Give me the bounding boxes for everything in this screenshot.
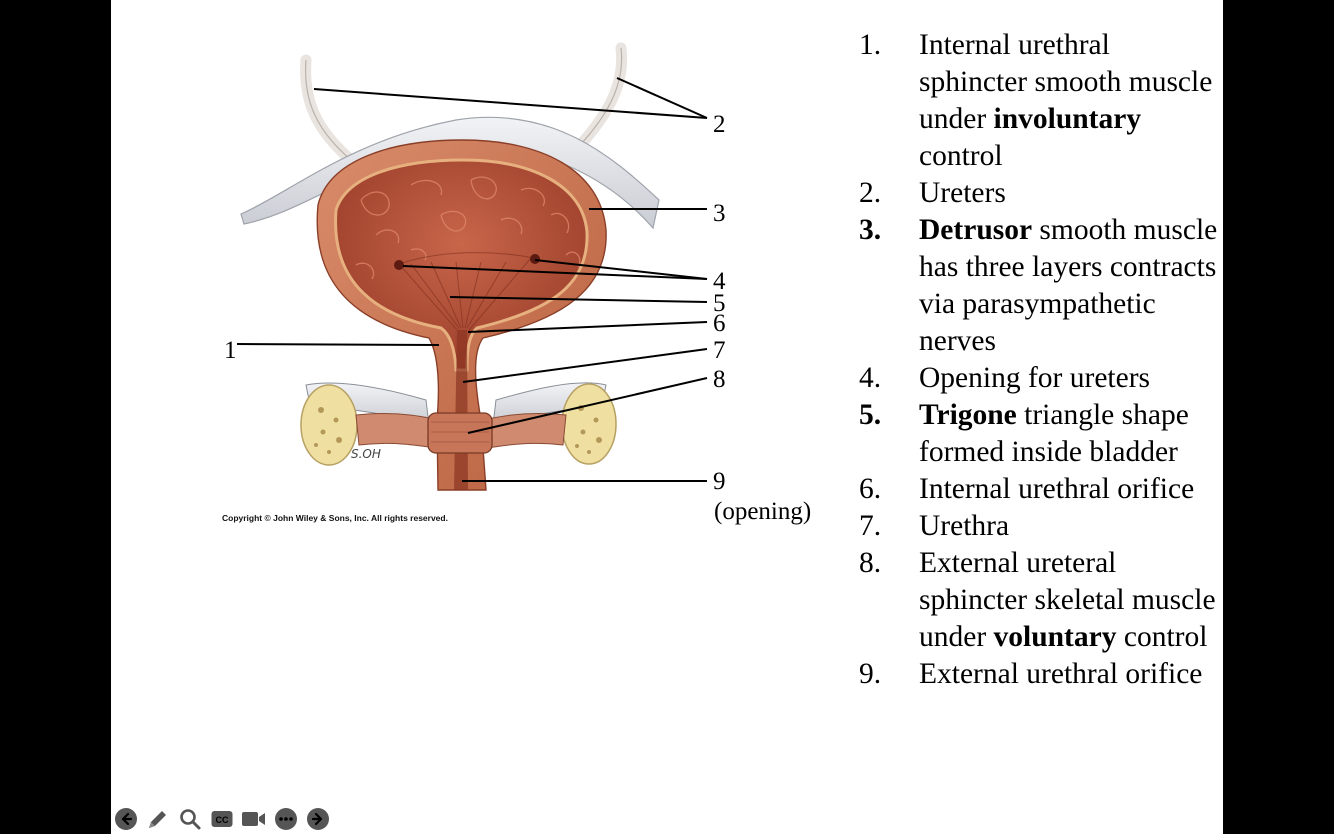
legend-item-emphasis: voluntary (993, 621, 1117, 653)
legend-item-number: 3. (859, 214, 882, 246)
left-ureter-opening (394, 260, 404, 270)
more-options-button[interactable] (273, 806, 299, 832)
svg-text:CC: CC (216, 815, 229, 825)
legend-item: 6. Internal urethral orifice (859, 471, 1219, 508)
callout-5: 5 (713, 290, 726, 317)
legend-item: 2. Ureters (859, 175, 1219, 212)
legend-item-number: 1. (859, 29, 882, 61)
legend-item-emphasis: involuntary (993, 103, 1142, 135)
callout-9: 9 (713, 468, 726, 495)
legend-item-number: 8. (859, 547, 882, 579)
legend-item-number: 6. (859, 473, 882, 505)
legend-item-text: Internal urethral orifice (919, 473, 1195, 505)
legend-item: 1. Internal urethral sphincter smooth mus… (859, 27, 1219, 175)
legend-item-text: External urethral orifice (919, 658, 1203, 690)
legend-item: 9. External urethral orifice (859, 656, 1219, 693)
legend-item-text: control (919, 140, 1003, 172)
legend-item-number: 5. (859, 399, 882, 431)
captions-button[interactable]: CC (209, 806, 235, 832)
callout-9-note: (opening) (714, 498, 811, 525)
external-sphincter (427, 412, 493, 454)
bladder-lumen (334, 158, 589, 372)
magnifier-icon (180, 809, 201, 830)
legend-item-text: control (1116, 621, 1208, 653)
legend-item: 7. Urethra (859, 508, 1219, 545)
callout-6: 6 (713, 310, 726, 337)
pen-button[interactable] (145, 806, 171, 832)
legend-item: 8. External ureteral sphincter skeletal m… (859, 545, 1219, 656)
callout-1: 1 (224, 337, 237, 364)
legend-item-text: smooth muscle has three layers contracts… (919, 214, 1218, 357)
presentation-toolbar: CC (113, 806, 331, 832)
rugae-folds (355, 176, 581, 280)
next-slide-button[interactable] (305, 806, 331, 832)
legend-item-text: Opening for ureters (919, 362, 1151, 394)
legend-item-emphasis: Trigone (919, 399, 1017, 431)
legend-item-text: Ureters (919, 177, 1006, 209)
callout-7: 7 (713, 337, 726, 364)
legend-item-emphasis: Detrusor (919, 214, 1033, 246)
legend-item-number: 9. (859, 658, 882, 690)
right-ureter-opening (530, 254, 540, 264)
legend-item-number: 4. (859, 362, 882, 394)
legend-item: 3. Detrusor smooth muscle has three layer… (859, 212, 1219, 360)
artist-signature: S.OH (351, 447, 381, 461)
ellipsis-circle-icon (275, 808, 297, 830)
trigone (398, 252, 536, 331)
legend-item-text: External ureteral sphincter skeletal mus… (919, 547, 1216, 653)
left-ureter-edge (304, 59, 352, 161)
slide: S.OH 2 3 4 5 6 1 7 8 9 (opening) Copyrig… (111, 0, 1223, 834)
leader-lines (236, 77, 708, 482)
arrow-right-circle-icon (307, 808, 329, 830)
callout-3: 3 (713, 200, 726, 227)
copyright-notice: Copyright © John Wiley & Sons, Inc. All … (222, 513, 448, 523)
callout-8: 8 (713, 366, 726, 393)
legend-item: 4. Opening for ureters (859, 360, 1219, 397)
video-camera-icon (242, 812, 265, 826)
legend-item: 5. Trigone triangle shape formed inside b… (859, 397, 1219, 471)
arrow-left-circle-icon (115, 808, 137, 830)
zoom-button[interactable] (177, 806, 203, 832)
pencil-icon (149, 811, 166, 828)
legend-list: 1. Internal urethral sphincter smooth mus… (859, 27, 1219, 693)
callout-4: 4 (713, 268, 726, 295)
legend-item-text: Urethra (919, 510, 1010, 542)
bladder-diagram: S.OH 2 3 4 5 6 1 7 8 9 (opening) Copyrig… (222, 42, 811, 525)
previous-slide-button[interactable] (113, 806, 139, 832)
legend-item-number: 2. (859, 177, 882, 209)
camera-button[interactable] (241, 806, 267, 832)
legend-item-number: 7. (859, 510, 882, 542)
legend-item-text: triangle shape formed inside bladder (919, 399, 1189, 468)
legend-item-text: Internal urethral sphincter smooth muscl… (919, 29, 1213, 135)
sphincter-striations (431, 421, 489, 443)
callout-2: 2 (713, 111, 726, 138)
cc-icon: CC (211, 811, 233, 827)
